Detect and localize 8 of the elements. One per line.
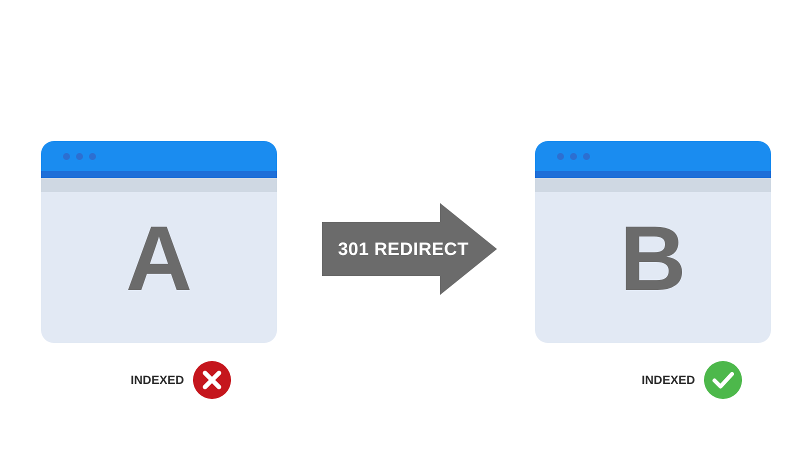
block-arrow <box>322 203 497 295</box>
window-letter: B <box>618 209 688 309</box>
index-status-text: INDEXED <box>130 373 184 387</box>
edge-label: 301 REDIRECT <box>338 238 469 260</box>
browser-window <box>41 141 277 343</box>
browser-window <box>535 141 771 343</box>
index-status-text: INDEXED <box>642 373 695 387</box>
window-letter: A <box>124 209 194 309</box>
